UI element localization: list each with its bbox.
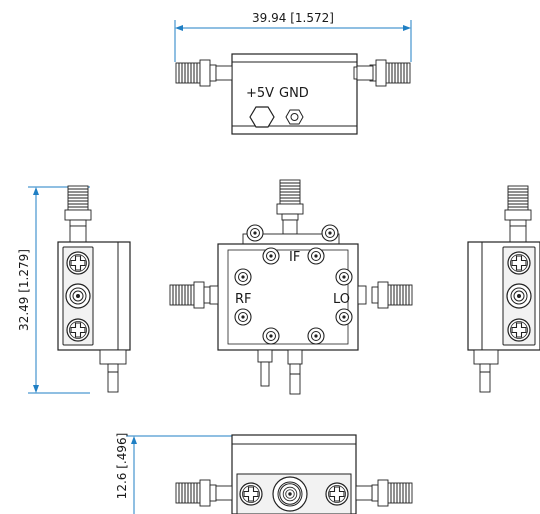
left-view-coax-port — [65, 283, 91, 309]
ground-label: GND — [279, 86, 309, 101]
if-connector — [276, 179, 304, 221]
depth-dimension: 12.6 [.496] — [115, 433, 232, 514]
bottom-view: 12.6 [.496] — [115, 433, 413, 514]
left-view-screw-top — [66, 251, 90, 275]
right-side-view — [467, 185, 540, 393]
left-side-view: 32.49 [1.279] — [17, 185, 131, 394]
depth-dimension-label: 12.6 [.496] — [115, 433, 129, 500]
width-dimension-label: 39.94 [1.572] — [252, 11, 334, 25]
width-dimension: 39.94 [1.572] — [174, 11, 412, 62]
height-dimension-label: 32.49 [1.279] — [17, 249, 31, 331]
if-port-label: IF — [289, 250, 300, 265]
power-label: +5V — [246, 86, 274, 101]
left-view-screw-bottom — [66, 318, 90, 342]
front-view: IF RF LO — [169, 179, 413, 395]
rf-port-label: RF — [235, 292, 252, 307]
lo-connector — [371, 281, 413, 309]
height-dimension: 32.49 [1.279] — [17, 186, 90, 394]
rf-connector — [169, 281, 211, 309]
lo-port-label: LO — [333, 292, 350, 307]
top-view: 39.94 [1.572] +5V GND — [174, 11, 412, 135]
power-terminal-hex — [249, 106, 275, 128]
